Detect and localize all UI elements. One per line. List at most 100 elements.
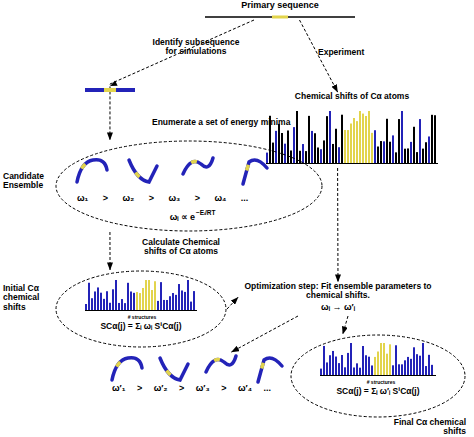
spectrum-axis xyxy=(85,310,197,311)
spectrum-bar xyxy=(431,365,433,375)
spectrum-bar xyxy=(317,147,319,163)
spectrum-bar xyxy=(148,280,150,310)
conformation-highlight xyxy=(258,358,282,382)
spectrum-bar xyxy=(356,363,358,375)
spectrum-bar xyxy=(386,119,388,163)
spectrum-bar xyxy=(407,148,409,163)
conformation xyxy=(77,160,107,182)
spectrum-bar xyxy=(431,115,433,163)
optimization-node: Optimization step: Fit ensemble paramete… xyxy=(238,282,438,316)
spectrum xyxy=(320,342,436,376)
conformation-chain xyxy=(112,358,142,380)
spectrum-bar xyxy=(371,133,373,163)
spectrum-bar xyxy=(302,144,304,163)
edge-label: Calculate Chemical shifts of Cα atoms xyxy=(136,238,226,257)
conformation-highlight xyxy=(206,356,236,372)
spectrum-bar xyxy=(157,301,159,310)
spectrum-bar xyxy=(398,119,400,163)
node-text: Chemical shifts of Cα atoms xyxy=(262,92,442,101)
sequence-highlight xyxy=(272,16,288,19)
spectrum xyxy=(85,279,197,311)
ensemble-ellipse: Candidate Ensembleω₁ > ω₂ > ω₃ > ω₄ ...ω… xyxy=(55,140,323,232)
spectrum-bar xyxy=(166,300,168,310)
spectrum-bar xyxy=(419,119,421,163)
spectrum-bar xyxy=(175,295,177,310)
spectrum-bar xyxy=(320,149,322,163)
spectrum-bar xyxy=(425,142,427,163)
spectrum-bar xyxy=(323,346,325,375)
spectrum-bar xyxy=(103,299,105,310)
spectrum-bar xyxy=(139,293,141,310)
spectrum-bar xyxy=(395,345,397,375)
spectrum-bar xyxy=(163,300,165,310)
subsequence-line xyxy=(85,88,135,92)
spectrum-bar xyxy=(151,290,153,310)
spectrum-bar xyxy=(272,143,274,163)
final-ensemble-node: ω′₁ > ω′₂ > ω′₃ > ω′₄ ... xyxy=(108,352,298,396)
dashed-ellipse xyxy=(56,271,226,347)
node-text: SCα(j) = Σᵢ ωᵢ SⁱCα(j) xyxy=(65,322,217,331)
spectrum-bar xyxy=(374,357,376,375)
spectrum-bar xyxy=(338,363,340,375)
spectrum-bar xyxy=(428,136,430,163)
spectrum-bar xyxy=(362,346,364,375)
spectrum-bar xyxy=(94,291,96,310)
spectrum-bar xyxy=(410,142,412,163)
spectrum-bar xyxy=(383,343,385,375)
edge-label: Identify subsequence for simulations xyxy=(146,38,246,57)
dashed-arrow xyxy=(109,232,110,270)
spectrum-bar xyxy=(377,147,379,163)
spectrum-bar xyxy=(401,111,403,163)
spectrum-bar xyxy=(305,151,307,163)
spectrum-bar xyxy=(383,141,385,163)
conformation-chain xyxy=(258,358,282,382)
spectrum-bar xyxy=(320,369,322,375)
dashed-arrow xyxy=(227,297,238,309)
spectrum-bar xyxy=(392,365,394,375)
dashed-arrow xyxy=(232,316,299,352)
spectrum-bar xyxy=(371,365,373,375)
spectrum-bar xyxy=(410,359,412,375)
spectrum-bar xyxy=(386,354,388,375)
spectrum-bar xyxy=(109,303,111,310)
spectrum-bar xyxy=(389,344,391,375)
spectrum-bar xyxy=(112,289,114,310)
conformation-highlight xyxy=(160,358,188,380)
conformation xyxy=(206,356,236,372)
node-text: Candidate Ensemble xyxy=(3,172,51,191)
spectrum-bar xyxy=(329,355,331,375)
spectrum-bar xyxy=(365,116,367,163)
node-text: Optimization step: Fit ensemble paramete… xyxy=(238,282,438,301)
dashed-arrow xyxy=(343,316,348,334)
spectrum-bar xyxy=(136,292,138,310)
spectrum-bar xyxy=(133,293,135,310)
spectrum-bar xyxy=(281,133,283,163)
spectrum-bar xyxy=(374,130,376,163)
spectrum-bar xyxy=(404,149,406,163)
node-text: ωᵢ ∝ e xyxy=(145,213,195,223)
spectrum-bar xyxy=(181,290,183,310)
spectrum-bar xyxy=(422,149,424,163)
edge-label: Experiment xyxy=(318,48,378,57)
spectrum-bar xyxy=(266,153,268,163)
spectrum-bar xyxy=(350,343,352,375)
spectrum-bar xyxy=(359,368,361,375)
free-label: Enumerate a set of energy minima xyxy=(152,118,322,127)
spectrum-bar xyxy=(88,283,90,310)
spectrum-bar xyxy=(178,284,180,310)
conformation-chain xyxy=(206,356,236,372)
spectrum-bar xyxy=(296,111,298,163)
spectrum-bar xyxy=(368,111,370,163)
spectrum-bar xyxy=(344,367,346,375)
spectrum-bar xyxy=(275,131,277,163)
spectrum-bar xyxy=(100,293,102,310)
conformation xyxy=(183,158,213,174)
spectrum-bar xyxy=(184,292,186,310)
spectrum-bar xyxy=(124,303,126,310)
conformation xyxy=(112,358,142,380)
spectrum-bar xyxy=(395,152,397,163)
subsequence-symbol xyxy=(85,80,135,90)
spectrum-bar xyxy=(142,288,144,310)
node-text: # structures xyxy=(125,315,159,321)
